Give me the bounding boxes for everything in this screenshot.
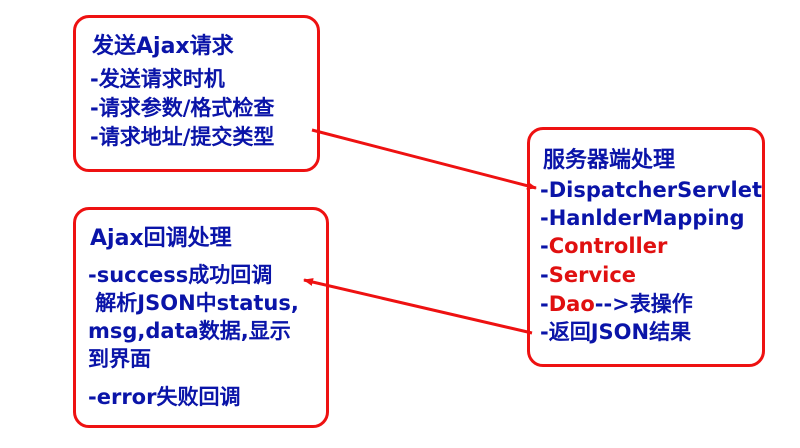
server-step-part: -返回JSON结果 <box>540 320 692 344</box>
arrow-server-to-callback <box>303 278 533 335</box>
server-step-return-json: -返回JSON结果 <box>540 322 691 343</box>
callback-item-success: -success成功回调 <box>88 263 273 287</box>
server-step-controller: -Controller <box>540 236 667 257</box>
ajax-callback-title: Ajax回调处理 <box>90 226 232 251</box>
server-step-part: -DispatcherServlet <box>540 178 762 202</box>
server-step-part: Controller <box>548 234 668 258</box>
request-item-timing: -发送请求时机 <box>90 67 225 91</box>
server-processing-box: 服务器端处理 -DispatcherServlet -HanlderMapping… <box>527 127 765 367</box>
server-step-dao-table-op: -Dao-->表操作 <box>540 294 693 315</box>
server-step-part: Service <box>548 263 637 287</box>
server-step-service: -Service <box>540 265 636 286</box>
callback-item-parse-json: 解析JSON中status, <box>88 291 299 315</box>
server-step-part: -HanlderMapping <box>540 206 745 230</box>
request-item-url: -请求地址/提交类型 <box>90 125 275 149</box>
server-step-handler-mapping: -HanlderMapping <box>540 208 745 229</box>
server-step-part: - <box>540 292 549 316</box>
server-step-part: -->表操作 <box>594 292 693 316</box>
server-step-part: - <box>540 234 549 258</box>
server-processing-title: 服务器端处理 <box>543 148 676 173</box>
server-step-part: Dao <box>548 292 595 316</box>
server-step-part: - <box>540 263 549 287</box>
callback-item-to-ui: 到界面 <box>88 347 151 371</box>
request-item-params: -请求参数/格式检查 <box>90 96 275 120</box>
server-step-dispatcher-servlet: -DispatcherServlet <box>540 180 762 201</box>
ajax-request-box: 发送Ajax请求 -发送请求时机 -请求参数/格式检查 -请求地址/提交类型 <box>73 15 320 172</box>
ajax-request-title: 发送Ajax请求 <box>92 34 234 59</box>
callback-item-data-display: msg,data数据,显示 <box>88 319 291 343</box>
arrow-request-to-server <box>311 128 537 190</box>
callback-item-error: -error失败回调 <box>88 385 241 409</box>
ajax-callback-box: Ajax回调处理 -success成功回调 解析JSON中status, msg… <box>73 207 329 428</box>
